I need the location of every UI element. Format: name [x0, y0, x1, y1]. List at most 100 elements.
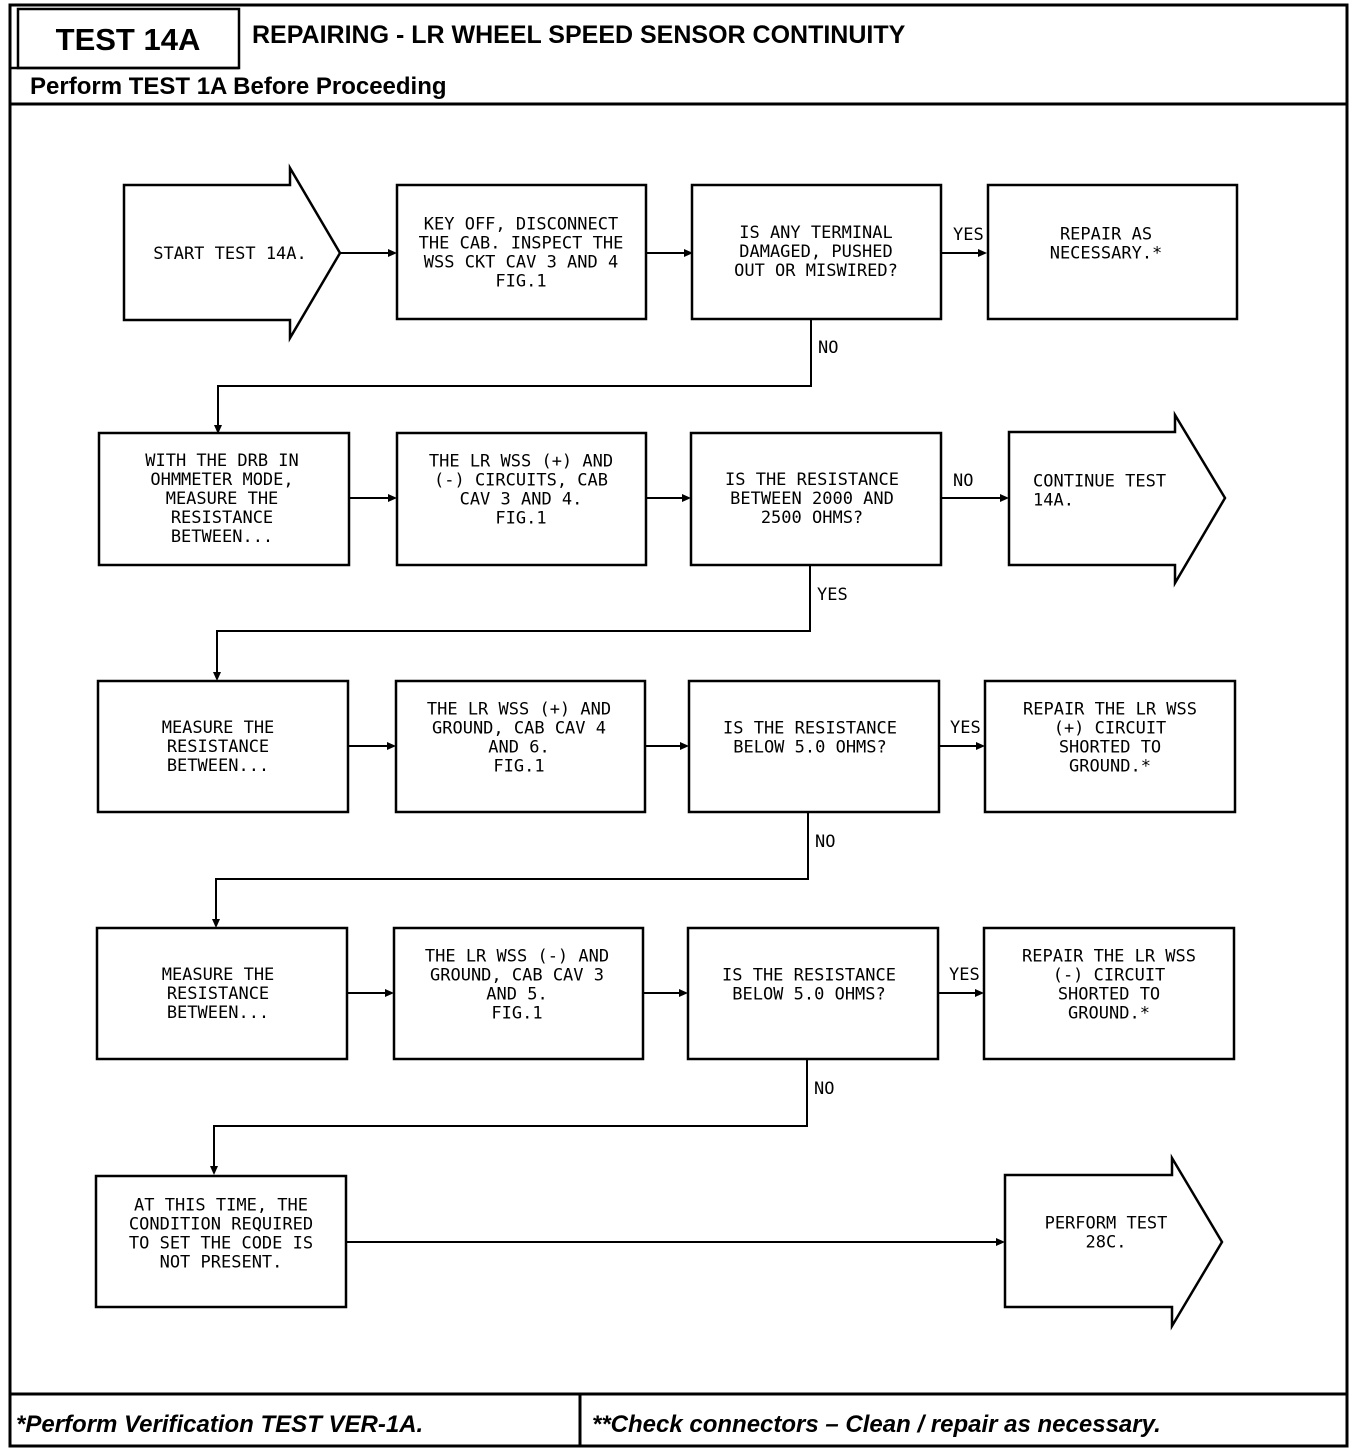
- box-text-line: AND 5.: [486, 985, 547, 1005]
- inspect-cab-box: [395, 183, 648, 321]
- box-text-line: WSS CKT CAV 3 AND 4: [424, 253, 618, 273]
- box-text-line: CONDITION REQUIRED: [129, 1215, 313, 1235]
- box-text-line: TO SET THE CODE IS: [129, 1234, 313, 1254]
- yes-label-positive-short: YES: [950, 718, 981, 738]
- box-text-line: (-) CIRCUITS, CAB: [434, 471, 608, 491]
- box-text-line: BETWEEN...: [167, 1003, 269, 1023]
- box-text-line: FIG.1: [495, 509, 546, 529]
- wss-positive-ground-box: [394, 679, 647, 814]
- box-text-line: 14A.: [1033, 491, 1074, 511]
- box-text-line: MEASURE THE: [162, 965, 275, 985]
- box-text-line: CONTINUE TEST: [1033, 472, 1166, 492]
- no-label-terminal-damaged: NO: [818, 338, 838, 358]
- box-text-line: GROUND.*: [1069, 757, 1151, 777]
- box-text-line: GROUND, CAB CAV 3: [430, 966, 604, 986]
- box-text-line: AND 6.: [488, 738, 549, 758]
- repair-negative-circuit-box: [982, 926, 1236, 1061]
- no-label-positive-short: NO: [815, 832, 835, 852]
- box-text-line: BELOW 5.0 OHMS?: [733, 738, 887, 758]
- box-text-line: (+) CIRCUIT: [1054, 719, 1167, 739]
- no-label-resistance-range: NO: [953, 471, 973, 491]
- yes-label-terminal-damaged: YES: [953, 225, 984, 245]
- test-id: TEST 14A: [56, 22, 201, 57]
- box-text-line: THE LR WSS (+) AND: [427, 700, 611, 720]
- box-text-line: BETWEEN...: [167, 756, 269, 776]
- box-text-line: THE LR WSS (+) AND: [429, 452, 613, 472]
- box-text-line: CAV 3 AND 4.: [460, 490, 583, 510]
- ohmmeter-measure-box: [97, 431, 351, 567]
- box-text-line: THE CAB. INSPECT THE: [419, 234, 624, 254]
- box-text-line: REPAIR AS: [1060, 225, 1152, 245]
- box-text-line: NECESSARY.*: [1050, 244, 1163, 264]
- wss-negative-ground-box: [392, 926, 645, 1061]
- box-text-line: SHORTED TO: [1059, 738, 1161, 758]
- box-text-line: RESISTANCE: [171, 508, 273, 528]
- condition-not-present-box: [94, 1174, 348, 1309]
- connectors: [210, 249, 1009, 1246]
- box-text-line: IS THE RESISTANCE: [722, 966, 896, 986]
- box-text-line: FIG.1: [493, 757, 544, 777]
- no-label-negative-short: NO: [814, 1079, 834, 1099]
- box-text-line: OUT OR MISWIRED?: [734, 261, 898, 281]
- box-text-line: REPAIR THE LR WSS: [1022, 947, 1196, 967]
- box-text-line: BETWEEN 2000 AND: [730, 489, 894, 509]
- box-text-line: FIG.1: [495, 272, 546, 292]
- box-text-line: WITH THE DRB IN: [145, 451, 299, 471]
- box-text-line: OHMMETER MODE,: [150, 470, 293, 490]
- measure-resistance-box-negative: [95, 926, 349, 1061]
- box-text-line: NOT PRESENT.: [160, 1253, 283, 1273]
- terminal-damaged-decision: [690, 183, 943, 321]
- box-text-line: FIG.1: [491, 1004, 542, 1024]
- box-text-line: GROUND.*: [1068, 1004, 1150, 1024]
- wss-circuits-box: [395, 431, 648, 567]
- box-text-line: BELOW 5.0 OHMS?: [732, 985, 886, 1005]
- box-text-line: IS ANY TERMINAL: [739, 223, 893, 243]
- prerequisite-note: Perform TEST 1A Before Proceeding: [30, 73, 447, 100]
- start-test-arrow: [122, 163, 342, 343]
- repair-positive-circuit-box: [983, 679, 1237, 814]
- box-text-line: THE LR WSS (-) AND: [425, 947, 609, 967]
- resistance-range-decision: [689, 431, 943, 567]
- box-text-line: IS THE RESISTANCE: [725, 470, 899, 490]
- page-title: REPAIRING - LR WHEEL SPEED SENSOR CONTIN…: [252, 21, 906, 49]
- box-text-line: RESISTANCE: [167, 737, 269, 757]
- positive-short-decision: [687, 679, 941, 814]
- box-text-line: PERFORM TEST: [1045, 1214, 1168, 1234]
- repair-as-necessary-box: [986, 183, 1239, 321]
- box-text-line: MEASURE THE: [166, 489, 279, 509]
- footer-verification-note: *Perform Verification TEST VER-1A.: [16, 1411, 423, 1438]
- box-text-line: SHORTED TO: [1058, 985, 1160, 1005]
- perform-test-arrow: [1003, 1153, 1224, 1331]
- outer-frame: [8, 3, 1349, 1448]
- box-text-line: 2500 OHMS?: [761, 508, 863, 528]
- box-text-line: BETWEEN...: [171, 527, 273, 547]
- box-text-line: KEY OFF, DISCONNECT: [424, 215, 618, 235]
- measure-resistance-box-positive: [96, 679, 350, 814]
- box-text-line: REPAIR THE LR WSS: [1023, 700, 1197, 720]
- footer-connector-note: **Check connectors – Clean / repair as n…: [592, 1411, 1161, 1438]
- box-text-line: MEASURE THE: [162, 718, 275, 738]
- box-text-line: IS THE RESISTANCE: [723, 719, 897, 739]
- box-text-line: START TEST 14A.: [153, 244, 307, 264]
- continue-test-arrow: [1007, 410, 1227, 588]
- yes-label-resistance-range: YES: [817, 585, 848, 605]
- box-text-line: RESISTANCE: [167, 984, 269, 1004]
- box-text-line: (-) CIRCUIT: [1053, 966, 1166, 986]
